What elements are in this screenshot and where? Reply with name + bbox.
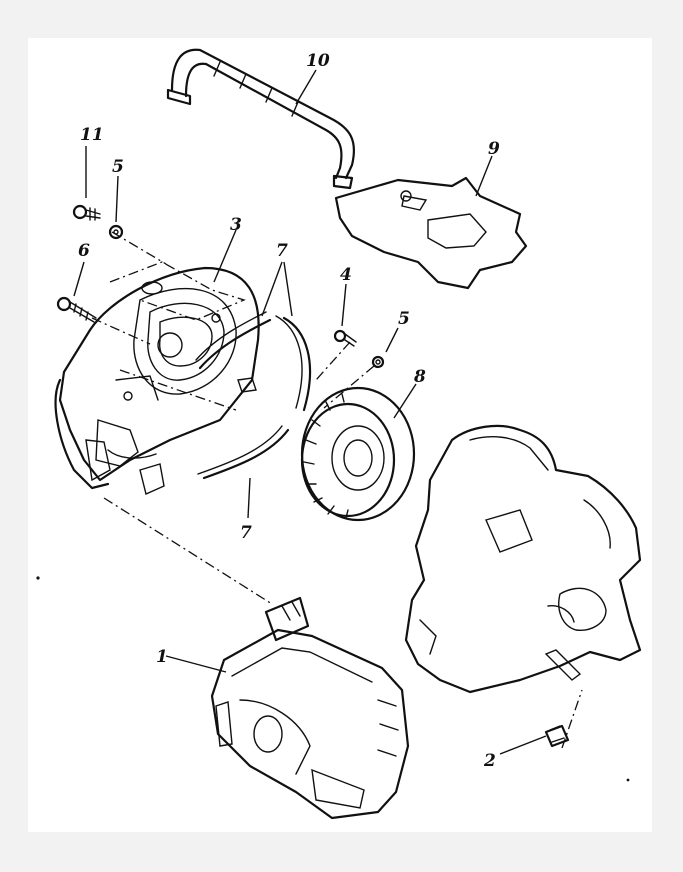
callout-7b: 7 (240, 523, 252, 543)
part-10-handle (166, 48, 356, 190)
leader-lines (73, 69, 547, 755)
callout-3: 3 (230, 215, 242, 235)
stray-dot (626, 778, 630, 782)
part-5-washers (108, 224, 385, 369)
callout-7a: 7 (276, 241, 288, 261)
stray-dot (36, 576, 40, 580)
callout-4: 4 (340, 265, 352, 285)
callouts: 1 2 3 4 5 5 6 7 7 8 9 10 11 (78, 51, 500, 771)
callout-8: 8 (413, 367, 426, 387)
part-9-gasket (334, 176, 528, 290)
assembly-lines (91, 231, 583, 749)
callout-9: 9 (488, 139, 500, 159)
part-3-fan-housing (54, 266, 260, 495)
part-11-screw (72, 204, 101, 221)
callout-6: 6 (78, 241, 90, 261)
part-1-fan-cover (210, 596, 410, 820)
engine-crankcase (404, 424, 642, 694)
part-2-clip (544, 724, 570, 748)
part-4-screw (333, 329, 357, 347)
callout-11: 11 (80, 125, 104, 145)
callout-5b: 5 (398, 309, 410, 329)
part-8-flywheel (300, 386, 416, 522)
callout-1: 1 (156, 647, 168, 667)
part-6-screw (56, 296, 97, 323)
callout-10: 10 (306, 51, 330, 71)
callout-5a: 5 (112, 157, 124, 177)
callout-2: 2 (483, 751, 496, 771)
part-7-tubes (195, 311, 312, 480)
